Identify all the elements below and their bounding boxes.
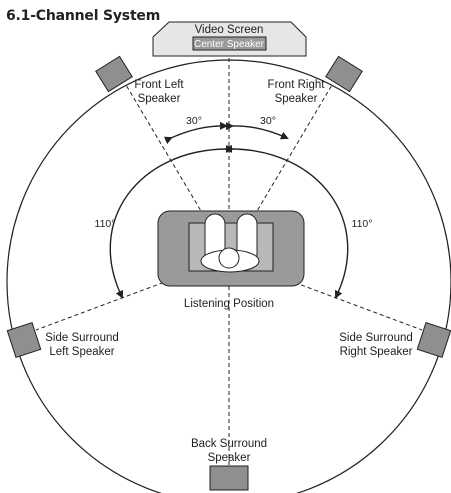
side-right-label: Side Surround Right Speaker	[339, 332, 413, 358]
side-left-speaker	[6, 322, 42, 358]
side-right-speaker	[416, 322, 451, 358]
svg-text:Front Right: Front Right	[268, 79, 326, 91]
front-right-label: Front Right Speaker	[268, 79, 326, 105]
video-screen: Video Screen Center Speaker	[152, 21, 307, 57]
svg-text:Speaker: Speaker	[208, 452, 251, 464]
svg-text:Left Speaker: Left Speaker	[49, 346, 114, 358]
front-left-label: Front Left Speaker	[134, 79, 184, 105]
svg-text:Speaker: Speaker	[138, 93, 181, 105]
angle-side-right: 110°	[352, 218, 373, 230]
front-right-speaker	[325, 55, 363, 93]
back-speaker	[209, 465, 249, 491]
svg-text:Side Surround: Side Surround	[339, 332, 413, 344]
svg-text:Right Speaker: Right Speaker	[340, 346, 413, 358]
video-screen-label: Video Screen	[195, 24, 264, 36]
center-speaker	[192, 36, 267, 51]
center-speaker-label: Center Speaker	[194, 39, 265, 50]
diagram-title: 6.1-Channel System	[6, 8, 161, 24]
svg-text:Front Left: Front Left	[134, 79, 184, 91]
front-left-speaker	[95, 55, 133, 93]
listening-position-label: Listening Position	[184, 298, 274, 310]
svg-text:Side Surround: Side Surround	[45, 332, 119, 344]
angle-front-right: 30°	[260, 115, 276, 127]
front-angle-arcs	[163, 121, 289, 145]
svg-text:Back Surround: Back Surround	[191, 438, 267, 450]
angle-side-left: 110°	[95, 218, 116, 230]
sofa	[157, 210, 305, 287]
side-left-label: Side Surround Left Speaker	[45, 332, 119, 358]
angle-front-left: 30°	[186, 115, 202, 127]
surround-angle-arcs	[109, 144, 349, 299]
svg-text:Speaker: Speaker	[275, 93, 318, 105]
back-label: Back Surround Speaker	[191, 438, 267, 464]
